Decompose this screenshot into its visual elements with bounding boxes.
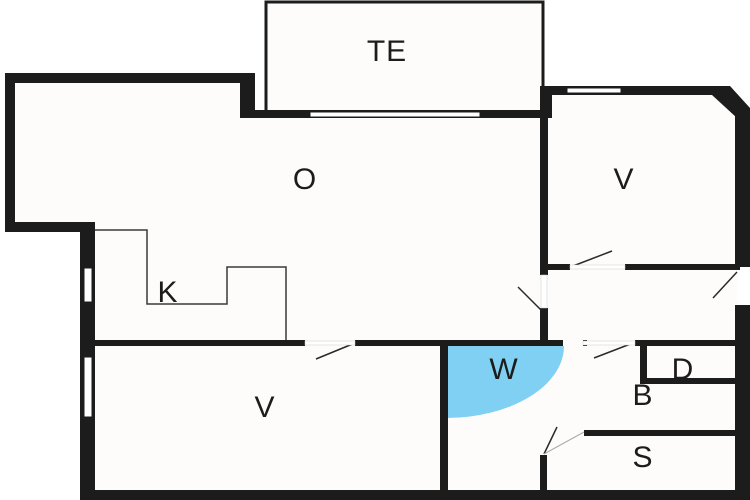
room-label-wardrobe: W [489,353,519,386]
door-storage-arc [543,431,585,455]
room-label-bedroom-bottom-left: V [254,391,276,424]
window-right [737,270,750,302]
door-o-to-hall [517,286,542,311]
wardrobe-highlight [446,346,564,418]
window-terrace [309,111,481,118]
terrace-floor [266,2,543,114]
door-bedroom [315,342,356,360]
floor-fills [15,2,740,492]
door-top-right-v [572,250,613,267]
corner-wall [705,86,750,118]
room-label-bedroom-top-right: V [613,163,635,196]
window-kitchen [83,267,93,303]
room-label-shower: D [671,353,695,386]
door-right-exterior [712,271,738,299]
door-bathroom [593,342,634,359]
main-floor [15,82,740,492]
room-label-bathroom: B [632,379,654,412]
room-label-living: O [292,163,318,196]
room-label-storage: S [632,441,654,474]
kitchen-counter [95,229,287,340]
window-bedroom [83,356,93,418]
door-swings [315,250,738,455]
terrace-outline [264,0,545,112]
room-label-terrace: TE [366,35,408,68]
window-top-right [566,87,622,94]
door-storage [543,426,558,455]
room-label-kitchen: K [157,276,179,309]
windows [83,87,750,418]
